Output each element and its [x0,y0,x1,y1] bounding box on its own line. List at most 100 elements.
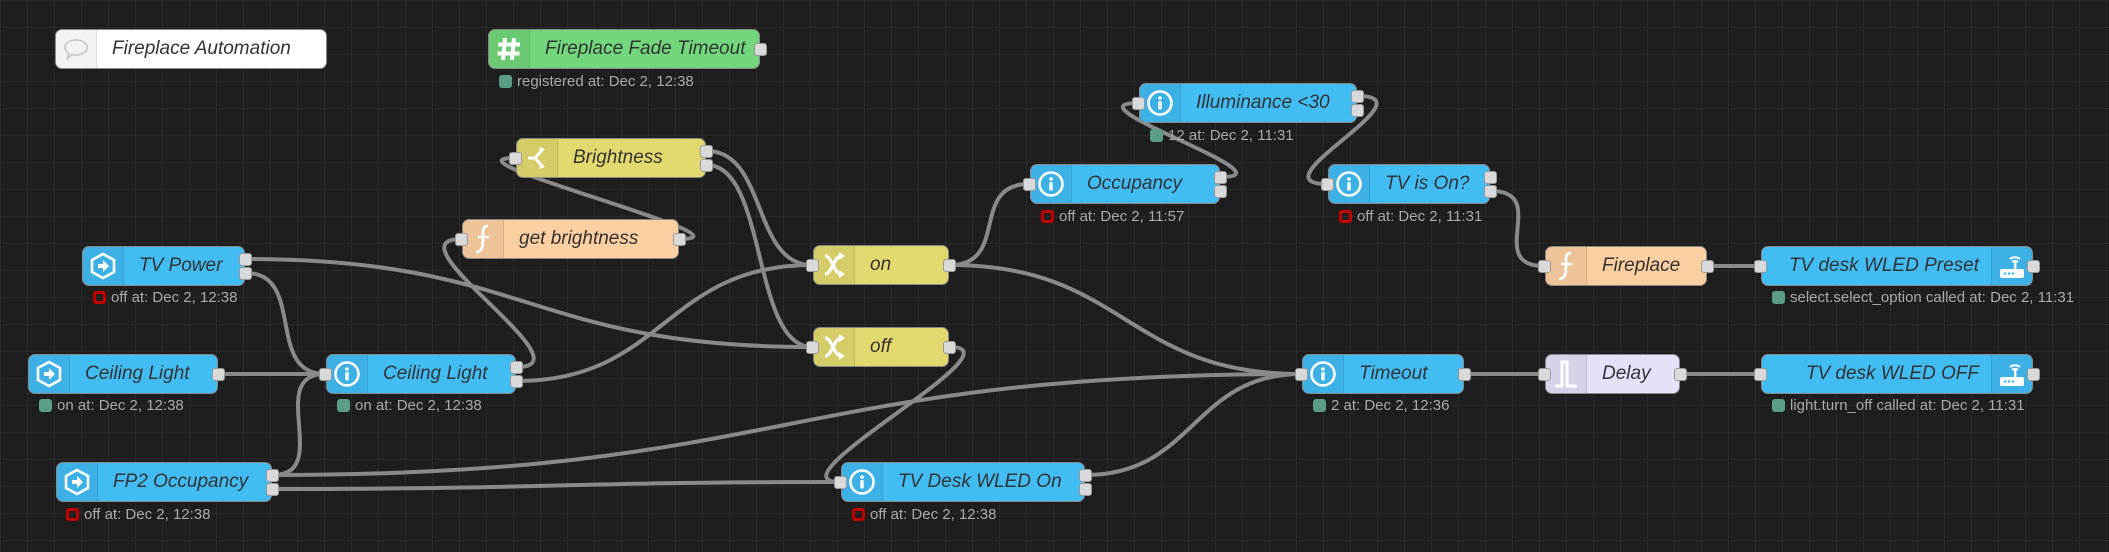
status-indicator [1041,209,1054,223]
current-state-node-ceiling-light[interactable]: Ceiling Light [326,354,516,394]
output-port[interactable] [1484,170,1497,184]
input-port[interactable] [1023,177,1036,191]
output-port[interactable] [1079,482,1092,496]
node-label: get brightness [519,228,639,249]
status-indicator [1772,290,1785,304]
current-state-node-illuminance[interactable]: Illuminance <30 [1139,83,1357,123]
current-state-icon [1031,165,1072,203]
output-port[interactable] [1701,259,1714,273]
wire-brightness-to-off[interactable] [706,163,813,349]
output-port[interactable] [2027,259,2040,273]
output-port[interactable] [1214,170,1227,184]
delay-node[interactable]: Delay [1545,354,1680,394]
wire-on-to-occupancy[interactable] [949,182,1030,267]
function-node-get-brightness[interactable]: get brightness [462,219,679,259]
comment-node-fireplace-automation[interactable]: Fireplace Automation [55,29,327,69]
node-label: TV Desk WLED On [898,471,1062,492]
input-port[interactable] [806,258,819,272]
status-indicator [1313,398,1326,412]
output-port[interactable] [1674,367,1687,381]
trigger-state-node-tv-power[interactable]: TV Power [82,246,245,286]
output-port[interactable] [673,232,686,246]
trigger-state-icon [83,247,124,285]
node-status: registered at: Dec 2, 12:38 [499,73,694,90]
current-state-icon [1303,355,1344,393]
wire-on-to-timeout[interactable] [949,263,1302,376]
output-port[interactable] [943,258,956,272]
output-port[interactable] [1484,184,1497,198]
output-port[interactable] [1458,367,1471,381]
output-port[interactable] [1214,184,1227,198]
wire-ceiling_light_state-to-on[interactable] [516,263,813,383]
output-port[interactable] [1351,89,1364,103]
function-icon [1546,247,1587,285]
action-node-tv-desk-wled-off[interactable]: TV desk WLED OFF [1761,354,2033,394]
wire-fp2_occupancy-to-ceiling_light_state[interactable] [272,372,326,477]
input-port[interactable] [509,151,522,165]
output-port[interactable] [239,266,252,280]
output-port[interactable] [510,360,523,374]
current-state-node-occupancy[interactable]: Occupancy [1030,164,1220,204]
status-text: off at: Dec 2, 11:31 [1357,207,1483,225]
status-indicator [66,507,79,521]
status-indicator [337,398,350,412]
status-text: off at: Dec 2, 11:57 [1059,207,1185,225]
input-port[interactable] [1754,259,1767,273]
status-text: 12 at: Dec 2, 11:31 [1168,126,1294,144]
status-indicator [1150,128,1163,142]
output-port[interactable] [212,367,225,381]
node-status: on at: Dec 2, 12:38 [39,397,184,414]
input-port[interactable] [1132,96,1145,110]
input-port[interactable] [1321,177,1334,191]
function-icon [463,220,504,258]
node-label: Brightness [573,147,663,168]
hash-icon [489,30,530,68]
input-port[interactable] [1295,367,1308,381]
action-node-tv-desk-wled-preset[interactable]: TV desk WLED Preset [1761,246,2033,286]
wire-tv_power-to-ceiling_light_state[interactable] [245,271,326,376]
current-state-icon [842,463,883,501]
current-state-node-timeout[interactable]: Timeout [1302,354,1464,394]
wire-fp2_occupancy-to-wled_on[interactable] [272,480,841,491]
input-port[interactable] [319,367,332,381]
node-label: TV desk WLED Preset [1788,255,1979,276]
switch-node-brightness[interactable]: Brightness [516,138,706,178]
output-port[interactable] [700,144,713,158]
node-status: off at: Dec 2, 12:38 [66,506,210,523]
status-indicator [1339,209,1352,223]
trigger-state-node-ceiling-light[interactable]: Ceiling Light [28,354,218,394]
wire-tv_is_on-to-fireplace[interactable] [1490,189,1545,268]
wire-wled_on-to-timeout[interactable] [1085,372,1302,477]
current-state-node-tv-desk-wled-on[interactable]: TV Desk WLED On [841,462,1085,502]
output-port[interactable] [266,482,279,496]
trigger-state-node-fp2-occupancy[interactable]: FP2 Occupancy [56,462,272,502]
node-label: Fireplace [1602,255,1681,276]
wire-tv_power-to-off[interactable] [245,257,813,349]
input-port[interactable] [455,232,468,246]
node-label: Delay [1602,363,1651,384]
output-port[interactable] [239,252,252,266]
output-port[interactable] [700,158,713,172]
output-port[interactable] [1079,468,1092,482]
output-port[interactable] [1351,103,1364,117]
node-label: off [870,336,892,357]
input-port[interactable] [1754,367,1767,381]
input-port[interactable] [1538,259,1551,273]
function-node-fireplace[interactable]: Fireplace [1545,246,1707,286]
current-state-icon [1329,165,1370,203]
output-port[interactable] [943,340,956,354]
wire-brightness-to-on[interactable] [706,149,813,267]
entity-node-fireplace-fade-timeout[interactable]: Fireplace Fade Timeout [488,29,760,69]
current-state-node-tv-is-on[interactable]: TV is On? [1328,164,1490,204]
input-port[interactable] [1538,367,1551,381]
change-node-on[interactable]: on [813,245,949,285]
change-node-off[interactable]: off [813,327,949,367]
change-icon [814,246,855,284]
output-port[interactable] [266,468,279,482]
current-state-icon [1140,84,1181,122]
input-port[interactable] [806,340,819,354]
output-port[interactable] [2027,367,2040,381]
output-port[interactable] [510,374,523,388]
output-port[interactable] [754,42,767,56]
input-port[interactable] [834,475,847,489]
